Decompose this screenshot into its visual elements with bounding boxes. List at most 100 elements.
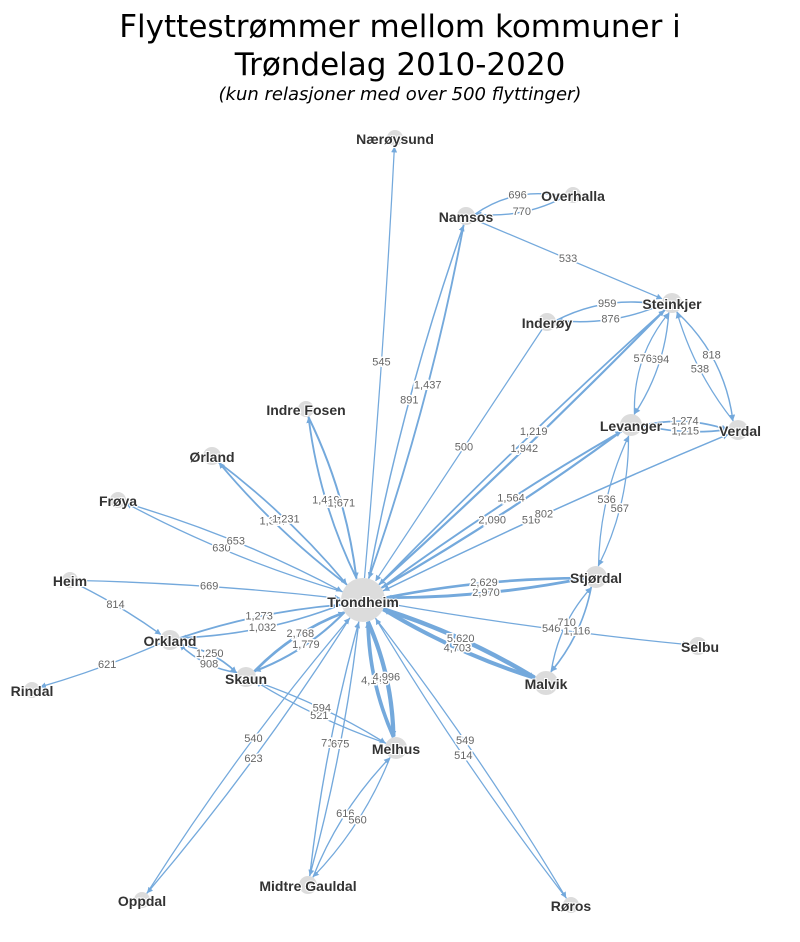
edge-label: 694 [651,354,669,366]
edge-skaun-to-orkland [179,644,238,674]
node-namsos [457,207,475,225]
edge-verdal-to-steinkjer [675,312,734,422]
edge-label: 1,273 [245,610,273,622]
edge-label: 891 [400,394,418,406]
edge-namsos-to-overhalla [474,192,565,215]
node-overhalla [565,187,581,203]
edge-midtre-gauldal-to-trondheim [309,622,361,877]
edge-label: 4,148 [361,675,389,687]
edge-label: 802 [535,509,553,521]
node-rindal [24,682,40,698]
edge-trondheim-to-steinkjer [378,309,665,586]
edge-trondheim-to-froya [125,502,343,593]
node-malvik [534,671,558,695]
edge-trondheim-to-midtre-gauldal [308,621,360,876]
edge-trondheim-to-selbu [384,602,689,648]
edge-skaun-to-trondheim [253,611,345,673]
node-orkland [160,630,180,650]
node-midtre-gauldal [299,876,317,894]
node-naeroysund [387,130,403,146]
edge-label: 1,419 [312,494,340,506]
node-label-inderoy: Inderøy [522,315,573,331]
edge-label: 1,215 [672,426,700,438]
edge-trondheim-to-orkland [180,603,342,641]
edge-label: 521 [310,710,328,722]
edge-trondheim-to-roros [374,617,567,899]
title-line-2: Trøndelag 2010-2020 [234,47,566,83]
edge-trondheim-to-orland [218,462,348,586]
node-label-skaun: Skaun [225,671,267,687]
edge-label: 549 [456,735,474,747]
node-label-roros: Røros [551,898,592,914]
node-label-overhalla: Overhalla [541,188,605,204]
edge-orland-to-trondheim [217,461,348,585]
edge-label: 540 [244,733,262,745]
edge-melhus-to-skaun [255,681,387,744]
title-line-1: Flyttestrømmer mellom kommuner i [119,9,681,45]
node-label-selbu: Selbu [681,639,719,655]
edge-label: 1,564 [497,493,525,505]
edge-label: 630 [212,543,230,555]
edge-levanger-to-verdal [641,420,728,431]
node-label-heim: Heim [53,573,87,589]
edge-stjordal-to-trondheim [385,576,586,601]
node-label-levanger: Levanger [600,418,663,434]
edge-label: 653 [227,536,245,548]
edge-heim-to-orkland [76,583,162,635]
edge-midtre-gauldal-to-melhus [312,757,390,878]
edge-label: 516 [522,515,540,527]
node-roros [563,897,579,913]
edge-steinkjer-to-verdal [676,311,736,421]
edge-label: 959 [598,298,616,310]
node-label-orland: Ørland [189,449,234,465]
edge-malvik-to-trondheim [382,607,536,680]
node-oppdal [134,892,150,908]
edge-inderoy-to-steinkjer [555,300,662,322]
edge-inderoy-to-trondheim [375,329,543,582]
node-label-steinkjer: Steinkjer [642,296,702,312]
edge-trondheim-to-naeroysund [363,146,398,579]
edge-label: 1,032 [249,622,277,634]
edge-label: 545 [372,357,390,369]
edge-label: 1,437 [414,379,442,391]
edge-levanger-to-stjordal [598,435,630,566]
edge-label: 1,250 [196,648,224,660]
edge-trondheim-to-namsos [367,225,465,579]
node-labels-layer: TrondheimNærøysundNamsosOverhallaSteinkj… [10,130,762,915]
edge-malvik-to-stjordal [550,587,592,673]
edge-label: 710 [558,617,576,629]
edge-label: 818 [702,350,720,362]
edge-label: 538 [691,364,709,376]
edge-skaun-to-melhus [254,680,386,744]
edge-label: 4,996 [373,672,401,684]
node-orland [203,447,221,465]
edge-steinkjer-to-trondheim [378,309,666,585]
edge-froya-to-trondheim [125,502,343,592]
edge-label: 1,231 [272,514,300,526]
edge-label: 675 [331,738,349,750]
node-selbu [689,637,707,655]
edge-label: 536 [597,494,615,506]
node-label-malvik: Malvik [525,676,568,692]
node-inderoy [538,313,556,331]
edge-label: 1,274 [671,416,699,428]
edge-trondheim-to-oppdal [146,617,351,894]
node-label-verdal: Verdal [719,423,761,439]
edge-label: 1,116 [564,626,591,638]
node-trondheim [341,578,385,622]
edges-layer [39,146,736,899]
edge-levanger-to-trondheim [381,430,623,589]
edge-label: 623 [244,753,262,765]
edge-overhalla-to-namsos [475,195,566,218]
node-melhus [385,737,407,759]
edge-melhus-to-midtre-gauldal [312,757,391,878]
edge-orkland-to-trondheim [179,602,342,639]
node-label-naeroysund: Nærøysund [356,131,434,147]
edge-verdal-to-trondheim [383,433,730,592]
edge-label: 876 [601,313,619,325]
edge-label: 560 [348,815,366,827]
edge-orkland-to-rindal [39,642,161,689]
edge-namsos-to-steinkjer [474,218,663,300]
edge-indre-fosen-to-trondheim [307,416,359,579]
